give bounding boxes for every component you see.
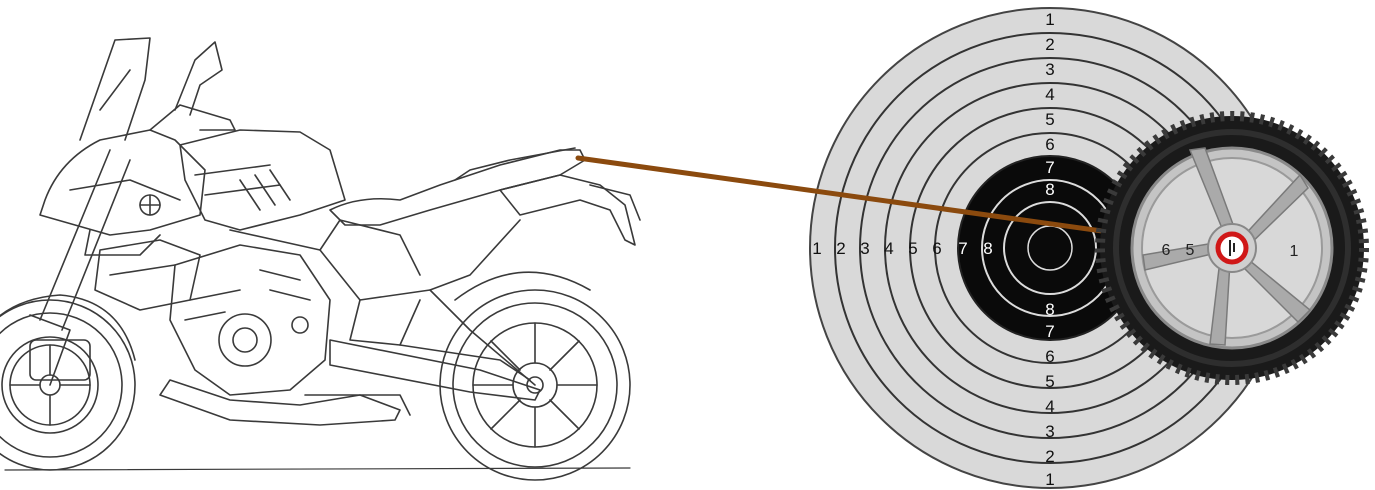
wheel-label-1: 1 xyxy=(1290,243,1299,260)
red-ring-marker-icon xyxy=(1215,231,1249,265)
target-top-label-3: 3 xyxy=(1045,60,1054,79)
target-top-label-4: 4 xyxy=(1045,85,1054,104)
target-top-label-7: 7 xyxy=(1045,158,1054,177)
target-left-label-3: 3 xyxy=(860,239,869,258)
target-left-label-6: 6 xyxy=(932,239,941,258)
front-wheel xyxy=(0,294,136,471)
target-top-label-6: 6 xyxy=(1045,135,1054,154)
target-left-label-1: 1 xyxy=(812,239,821,258)
connector-line xyxy=(575,155,1148,240)
motorcycle-icon xyxy=(0,37,641,481)
target-bottom-label-7: 7 xyxy=(1045,322,1054,341)
target-bottom-label-6: 6 xyxy=(1045,347,1054,366)
target-bottom-label-8: 8 xyxy=(1045,300,1054,319)
target-left-label-7: 7 xyxy=(958,239,967,258)
wheel-label-6: 6 xyxy=(1162,242,1171,259)
target-bottom-label-1: 1 xyxy=(1045,470,1054,489)
target-top-label-5: 5 xyxy=(1045,110,1054,129)
target-left-label-8: 8 xyxy=(983,239,992,258)
wheel-icon: 6 5 1 xyxy=(1095,111,1369,385)
rear-wheel xyxy=(439,271,631,481)
wheel-label-5: 5 xyxy=(1186,242,1195,259)
target-bottom-label-3: 3 xyxy=(1045,422,1054,441)
target-left-label-4: 4 xyxy=(884,239,893,258)
target-bottom-label-4: 4 xyxy=(1045,397,1054,416)
target-top-label-2: 2 xyxy=(1045,35,1054,54)
target-bottom-label-5: 5 xyxy=(1045,372,1054,391)
target-top-label-8: 8 xyxy=(1045,180,1054,199)
target-left-label-2: 2 xyxy=(836,239,845,258)
target-left-label-5: 5 xyxy=(908,239,917,258)
target-top-label-1: 1 xyxy=(1045,10,1054,29)
target-bottom-label-2: 2 xyxy=(1045,447,1054,466)
